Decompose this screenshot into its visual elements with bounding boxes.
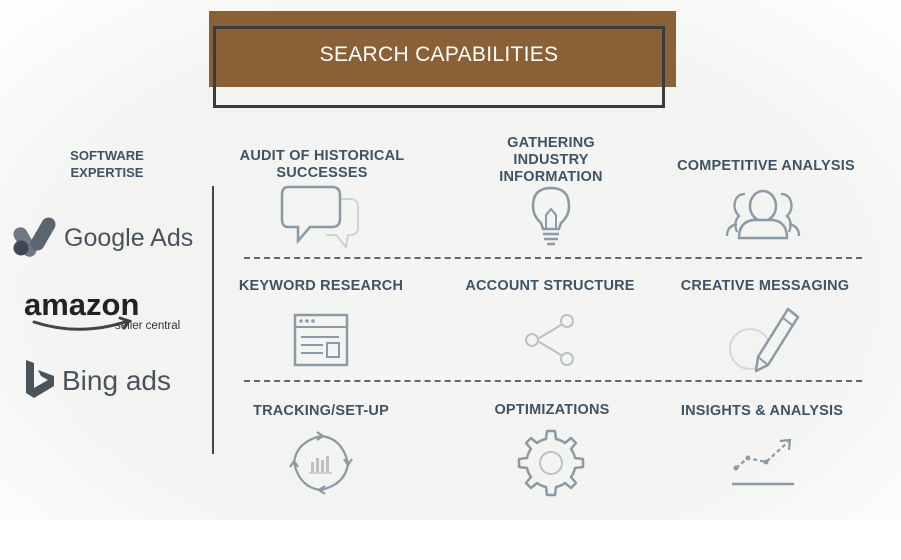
people-icon bbox=[725, 189, 801, 240]
bing-ads-logo: Bing ads bbox=[26, 360, 171, 398]
browser-window-icon bbox=[293, 313, 349, 367]
amazon-text: amazon bbox=[24, 287, 139, 322]
cycle-chart-icon bbox=[289, 431, 353, 495]
bing-mark-icon bbox=[26, 360, 54, 398]
pencil-icon bbox=[729, 307, 800, 373]
capability-label: CREATIVE MESSAGING bbox=[680, 278, 850, 294]
title-bar bbox=[209, 11, 676, 87]
capability-label: KEYWORD RESEARCH bbox=[238, 278, 404, 294]
amazon-seller-central-logo: amazon seller central bbox=[24, 287, 180, 332]
page-title: SEARCH CAPABILITIES bbox=[319, 43, 559, 66]
trend-line-icon bbox=[732, 438, 794, 486]
capability-label: GATHERING INDUSTRY INFORMATION bbox=[499, 135, 603, 185]
google-ads-text: Google Ads bbox=[64, 224, 193, 252]
row-divider-2 bbox=[244, 380, 862, 382]
google-ads-logo: Google Ads bbox=[13, 217, 193, 257]
row-divider-1 bbox=[244, 257, 862, 259]
capability-label: ACCOUNT STRUCTURE bbox=[465, 278, 635, 294]
title-frame bbox=[213, 26, 665, 108]
lightbulb-icon bbox=[531, 186, 571, 246]
software-expertise-title: SOFTWARE EXPERTISE bbox=[70, 148, 144, 180]
amazon-smile-icon bbox=[32, 319, 130, 331]
capability-label: OPTIMIZATIONS bbox=[494, 402, 610, 418]
chat-bubbles-icon bbox=[280, 185, 359, 250]
bing-ads-text: Bing ads bbox=[62, 365, 171, 396]
capability-label: INSIGHTS & ANALYSIS bbox=[680, 403, 844, 419]
capability-label: COMPETITIVE ANALYSIS bbox=[677, 158, 855, 174]
seller-central-text: seller central bbox=[115, 320, 180, 332]
capability-label: TRACKING/SET-UP bbox=[253, 403, 389, 419]
vertical-divider bbox=[212, 186, 214, 454]
gear-icon bbox=[517, 429, 585, 497]
capability-label: AUDIT OF HISTORICAL SUCCESSES bbox=[239, 148, 405, 181]
google-ads-mark-icon bbox=[13, 217, 56, 257]
share-nodes-icon bbox=[525, 314, 574, 366]
